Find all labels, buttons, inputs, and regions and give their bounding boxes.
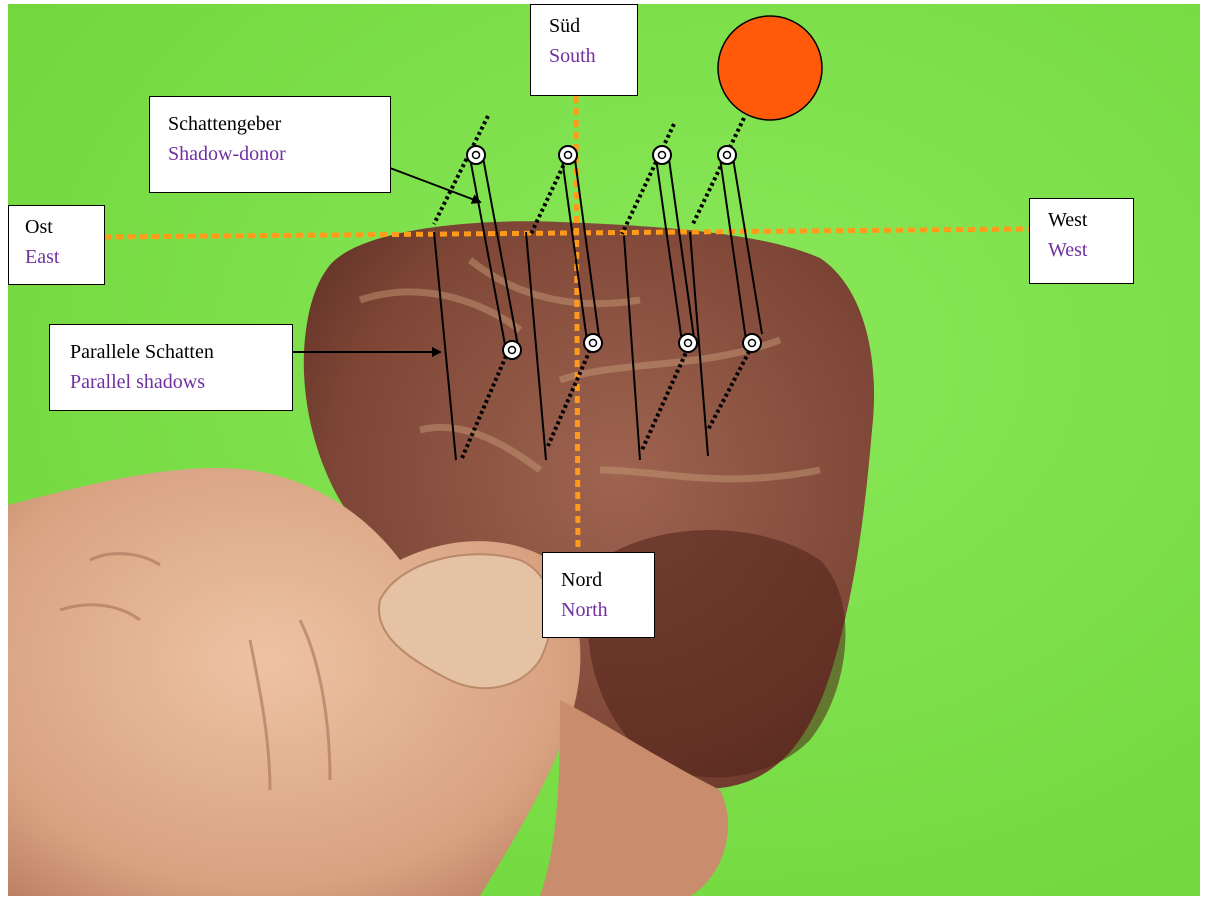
ring-marker-bottom-3 <box>679 334 697 352</box>
east-label: Ost East <box>8 205 105 285</box>
west-label-german: West <box>1048 205 1133 235</box>
north-label: Nord North <box>542 552 655 638</box>
west-label: West West <box>1029 198 1134 284</box>
ring-marker-top-3 <box>653 146 671 164</box>
parallel-shadows-label-german: Parallele Schatten <box>70 337 292 367</box>
parallel-shadows-label-english: Parallel shadows <box>70 367 292 397</box>
parallel-shadows-label: Parallele Schatten Parallel shadows <box>49 324 293 411</box>
ring-marker-bottom-4 <box>743 334 761 352</box>
ring-marker-top-1 <box>467 146 485 164</box>
shadow-donor-label-german: Schattengeber <box>168 109 390 139</box>
north-label-german: Nord <box>561 565 654 595</box>
east-label-english: East <box>25 242 104 272</box>
sun-icon <box>718 16 822 120</box>
ring-marker-top-2 <box>559 146 577 164</box>
south-label-english: South <box>549 41 637 71</box>
ring-marker-bottom-1 <box>503 341 521 359</box>
shadow-donor-label-english: Shadow-donor <box>168 139 390 169</box>
north-label-english: North <box>561 595 654 625</box>
ring-marker-bottom-2 <box>584 334 602 352</box>
south-label: Süd South <box>530 4 638 96</box>
shadow-donor-label: Schattengeber Shadow-donor <box>149 96 391 193</box>
west-label-english: West <box>1048 235 1133 265</box>
ring-marker-top-4 <box>718 146 736 164</box>
east-label-german: Ost <box>25 212 104 242</box>
south-label-german: Süd <box>549 11 637 41</box>
